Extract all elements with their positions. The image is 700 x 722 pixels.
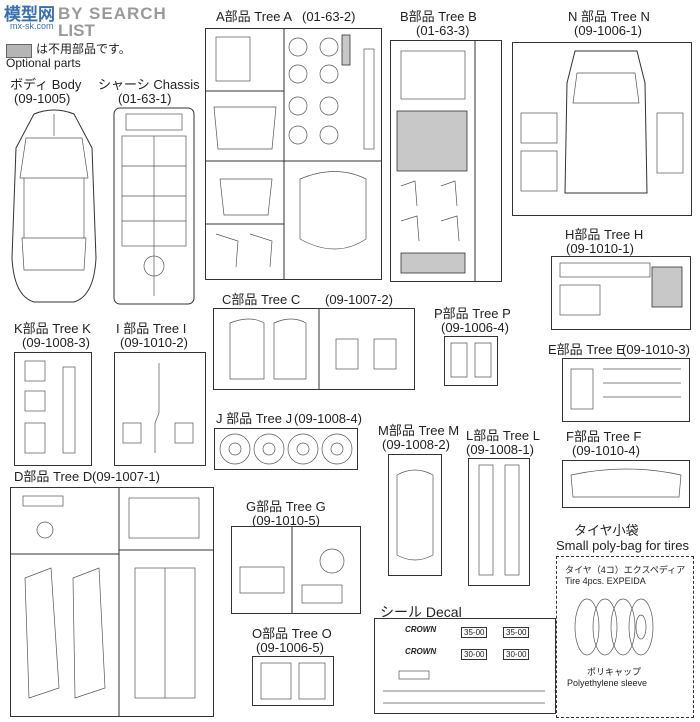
decal-sheet: CROWN CROWN 35-00 35-00 30-00 30-00 [374,618,556,714]
tree-b-code: (01-63-3) [416,23,470,38]
tree-o-label: O部品 Tree O [252,626,332,641]
tree-l-frame [468,458,530,586]
tree-c-frame [213,308,415,390]
tree-b-label: B部品 Tree B [400,9,477,24]
chassis-label: シャーシ Chassis [98,77,200,92]
legend-text-jp: は不用部品です。 [36,42,131,56]
tree-d-code: (09-1007-1) [92,469,160,484]
tree-o-frame [252,656,334,706]
tree-o-parts [260,662,326,700]
tree-h-code: (09-1010-1) [566,241,634,256]
page-title: BY SEARCH [58,4,167,23]
tree-d-frame [10,487,214,717]
tree-j-wheels [219,433,353,465]
chassis-code: (01-63-1) [118,91,172,106]
tree-g-label: G部品 Tree G [246,499,326,514]
sleeve-label-en: Polyethylene sleeve [567,678,648,688]
tire-bag: タイヤ（4コ）エクスペディア Tire 4pcs. EXPEIDA ポリキャップ… [556,556,694,718]
tree-n-code: (09-1006-1) [574,23,642,38]
tree-p-parts [450,342,492,378]
tree-l-label: L部品 Tree L [466,428,540,443]
tree-e-parts [570,368,681,410]
tree-m-parts [396,469,434,561]
tree-d-parts [11,488,213,716]
tree-k-frame [14,352,92,466]
tree-b-parts [396,41,476,281]
tree-g-frame [231,526,361,614]
legend-text-en: Optional parts [6,56,81,70]
decal-brand-2: CROWN [405,647,437,656]
tree-d-label: D部品 Tree D [14,469,93,484]
tree-h-label: H部品 Tree H [565,227,644,242]
tree-m-frame [388,454,442,576]
tires-title-en: Small poly-bag for tires [556,538,689,553]
tree-p-code: (09-1006-4) [441,320,509,335]
tree-g-code: (09-1010-5) [252,513,320,528]
tree-k-parts [24,360,76,454]
tree-a-parts [206,29,381,279]
decal-brand-1: CROWN [405,625,437,634]
decal-plate-3: 30-00 [461,649,488,660]
body-code: (09-1005) [14,91,71,106]
tree-f-code: (09-1010-4) [572,443,640,458]
tree-f-parts [570,468,682,498]
tree-h-parts [559,262,683,316]
tree-m-code: (09-1008-2) [382,437,450,452]
tree-e-label: E部品 Tree E [548,342,625,357]
decal-plate-2: 35-00 [503,627,530,638]
tree-n-label: N 部品 Tree N [568,9,650,24]
sleeve-label-jp: ポリキャップ [587,667,642,677]
tree-j-frame [214,428,358,470]
tree-i-label: I 部品 Tree I [116,321,187,336]
tree-c-label: C部品 Tree C [222,292,301,307]
tree-h-frame [551,256,691,330]
tree-a-code: (01-63-2) [302,9,356,24]
tree-i-code: (09-1010-2) [120,335,188,350]
decal-label: シール Decal [380,604,462,620]
tree-n-frame [512,42,692,216]
tree-k-code: (09-1008-3) [22,335,90,350]
tree-n-parts [520,50,684,194]
tree-j-label: J 部品 Tree J [216,411,293,426]
chassis-drawing [113,107,195,305]
tree-f-label: F部品 Tree F [566,429,642,444]
body-label: ボディ Body [10,77,82,92]
tire-stack [574,598,654,656]
tree-c-code: (09-1007-2) [325,292,393,307]
tree-g-parts [239,527,345,613]
decal-plate-4: 30-00 [503,649,530,660]
tires-title-jp: タイヤ小袋 [574,523,639,538]
tree-b-frame [390,40,502,282]
legend-swatch [6,44,32,58]
tree-l-parts [478,464,520,576]
car-body-drawing [11,109,97,303]
tree-e-frame [562,358,690,422]
tire-label-jp: タイヤ（4コ）エクスペディア [565,565,686,575]
list-label: LIST [58,21,95,40]
tree-p-label: P部品 Tree P [434,306,511,321]
tree-i-parts [122,363,194,453]
tree-i-frame [114,352,206,466]
tree-a-label: A部品 Tree A [216,9,293,24]
tree-f-frame [562,460,690,508]
decal-plate-1: 35-00 [461,627,488,638]
tree-o-code: (09-1006-5) [256,640,324,655]
tree-l-code: (09-1008-1) [466,442,534,457]
watermark-logo: 模型网 mx-sk.com [4,0,74,40]
tree-a-frame [205,28,382,280]
watermark-url: mx-sk.com [10,21,54,31]
tree-e-code: (09-1010-3) [622,342,690,357]
tree-k-label: K部品 Tree K [14,321,91,336]
tire-label-en: Tire 4pcs. EXPEIDA [565,576,646,586]
decal-marks [383,670,545,704]
tree-j-code: (09-1008-4) [294,411,362,426]
tree-m-label: M部品 Tree M [378,423,460,438]
tree-p-frame [444,336,498,386]
tree-c-parts [229,309,397,389]
watermark-text: 模型网 [4,5,55,24]
